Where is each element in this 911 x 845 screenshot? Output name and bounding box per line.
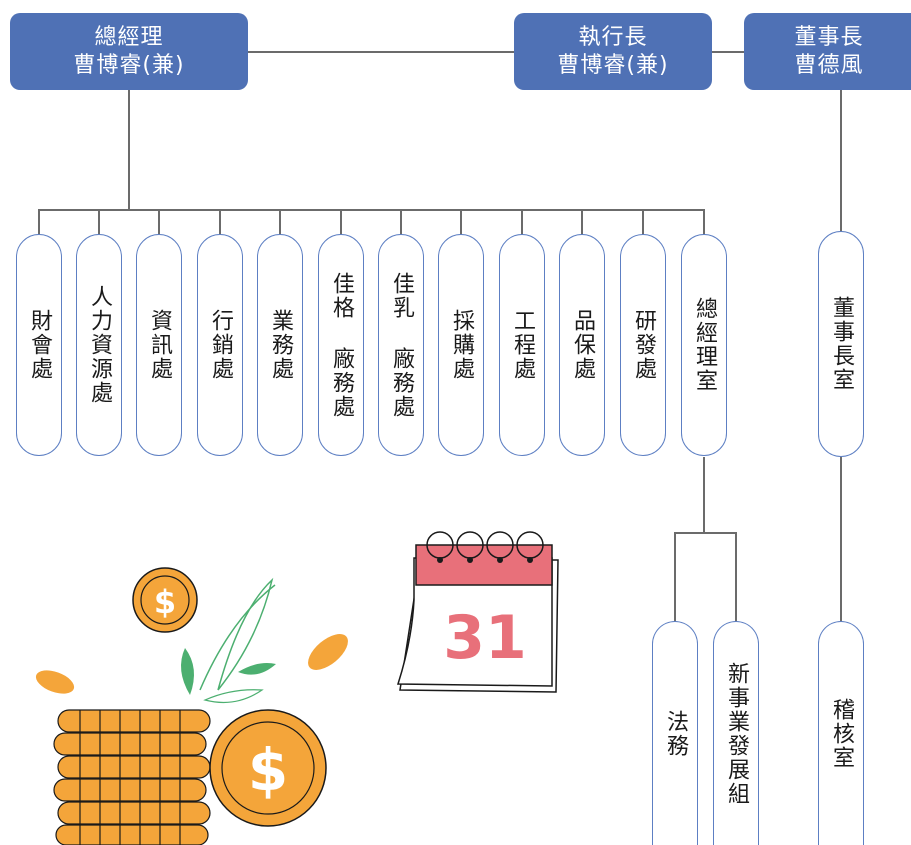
dept-sales: 業務處 [257,234,303,456]
dept-drop [642,209,644,235]
unit-new-business: 新事業發展組 [713,621,759,845]
big-coin-icon: $ [209,709,327,827]
dept-label: 品保處 [570,309,595,381]
dept-it: 資訊處 [136,234,182,456]
dept-marketing: 行銷處 [197,234,243,456]
gm-box: 總經理 曹博睿(兼) [10,13,248,90]
svg-text:$: $ [248,736,288,804]
svg-text:$: $ [154,583,176,621]
dept-drop [460,209,462,235]
chair-title: 董事長 [794,24,864,50]
gm-title: 總經理 [94,24,164,50]
chair-box: 董事長 曹德風 [744,13,911,90]
ceo-box: 執行長 曹博睿(兼) [514,13,712,90]
gm-office-down-connector [703,457,705,533]
dept-label: 資訊處 [147,309,172,381]
unit-legal: 法務 [652,621,698,845]
dept-label: 總經理室 [692,297,717,393]
dept-label: 人力資源處 [87,285,112,405]
gm-down-connector [128,90,130,210]
floating-coin-icon: $ [35,567,348,694]
branch-drop [674,532,676,622]
dept-drop [279,209,281,235]
dept-plant-b: 佳乳 廠務處 [378,234,424,456]
dept-hr: 人力資源處 [76,234,122,456]
dept-drop [521,209,523,235]
gm-office-branch [674,532,737,534]
dept-procurement: 採購處 [438,234,484,456]
dept-label: 業務處 [268,309,293,381]
dept-drop [219,209,221,235]
dept-label: 研發處 [631,309,656,381]
calendar-day: 31 [443,603,527,673]
dept-drop [703,209,705,235]
unit-label: 董事長室 [829,296,854,392]
coin-stack-icon [53,709,211,845]
dept-qa: 品保處 [559,234,605,456]
unit-label: 法務 [663,709,688,758]
unit-label: 新事業發展組 [724,661,749,806]
dept-label: 財會處 [27,309,52,381]
chair-down-connector [840,90,842,232]
dept-label: 佳格 廠務處 [329,271,354,419]
dept-drop [98,209,100,235]
plant-icon [181,577,276,703]
dept-engineering: 工程處 [499,234,545,456]
dept-drop [400,209,402,235]
dept-drop [340,209,342,235]
chair-office-down-connector [840,457,842,622]
ceo-chair-connector [712,51,744,53]
gm-ceo-connector [248,51,514,53]
dept-finance: 財會處 [16,234,62,456]
dept-rnd: 研發處 [620,234,666,456]
dept-label: 行銷處 [208,309,233,381]
dept-bus-line [38,209,705,211]
dept-drop [581,209,583,235]
gm-name: 曹博睿(兼) [73,52,185,78]
ceo-title: 執行長 [578,24,648,50]
unit-label: 稽核室 [829,697,854,770]
dept-drop [158,209,160,235]
dept-plant-a: 佳格 廠務處 [318,234,364,456]
unit-audit: 稽核室 [818,621,864,845]
dept-label: 工程處 [510,309,535,381]
ceo-name: 曹博睿(兼) [557,52,669,78]
chair-name: 曹德風 [794,52,864,78]
unit-chair-office: 董事長室 [818,231,864,457]
dept-label: 採購處 [449,309,474,381]
dept-drop [38,209,40,235]
branch-drop [735,532,737,622]
dept-label: 佳乳 廠務處 [389,271,414,419]
dept-gm-office: 總經理室 [681,234,727,456]
